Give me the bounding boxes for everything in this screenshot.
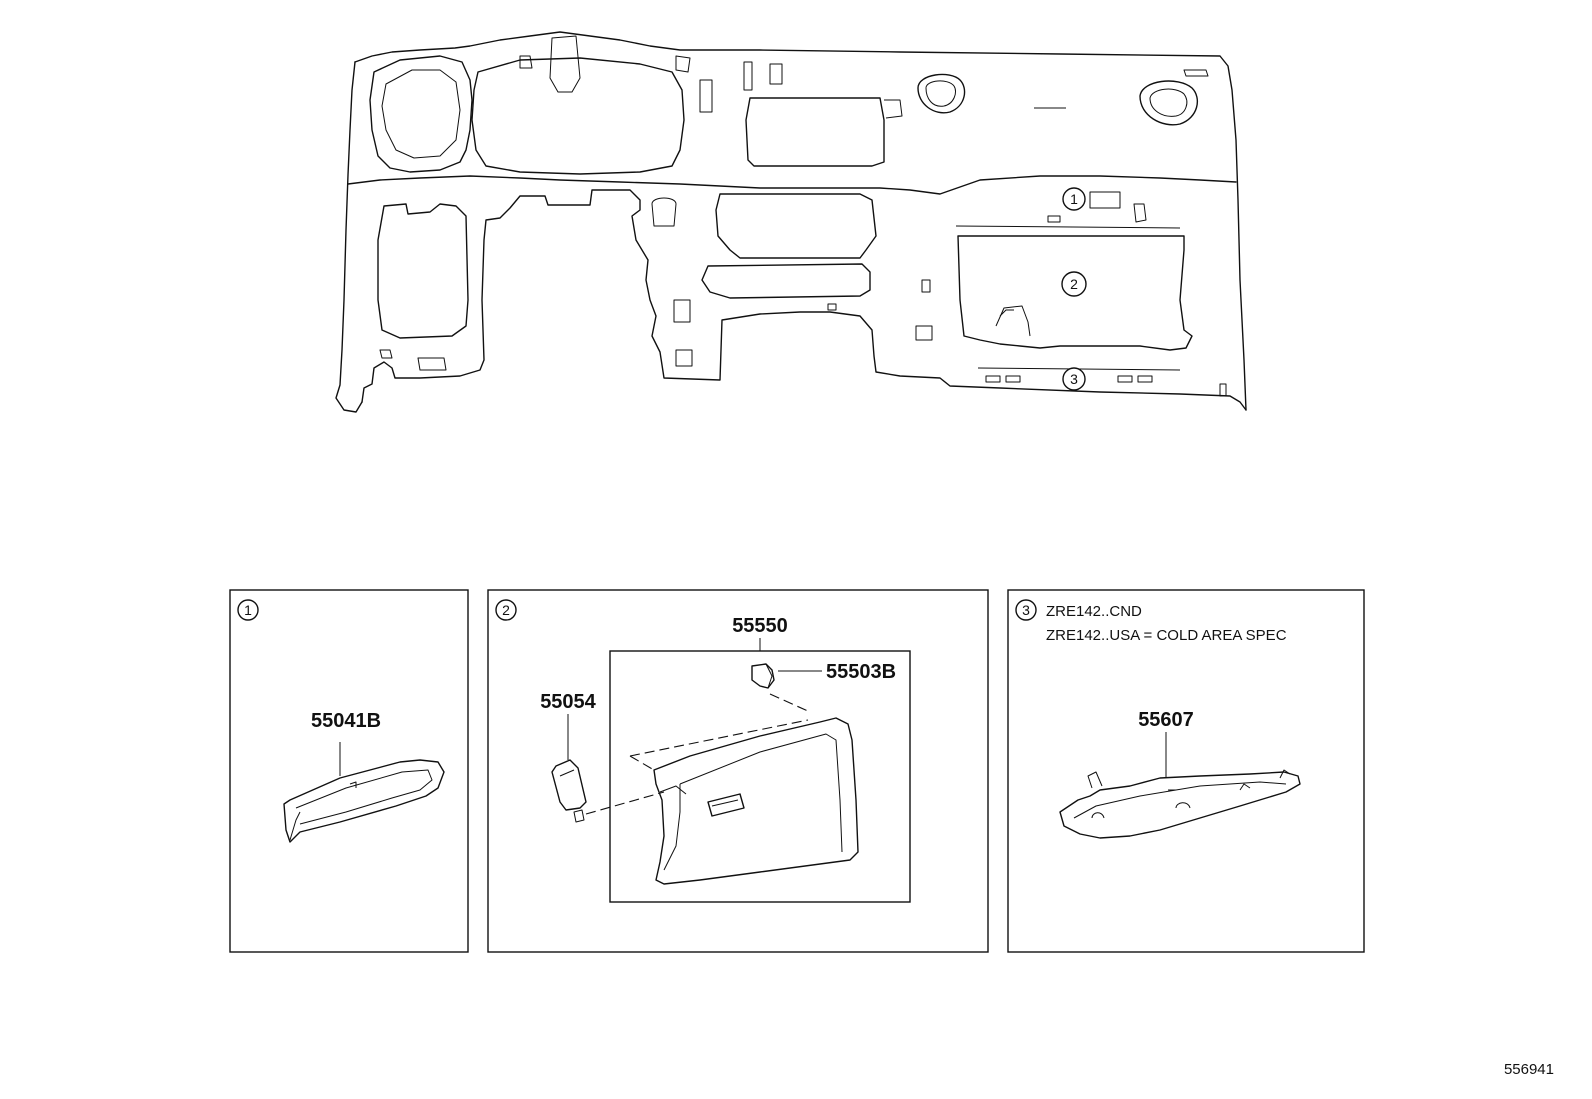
- callout-1: 1: [1062, 187, 1086, 211]
- instrument-panel-assembly: [335, 31, 1247, 413]
- panel-1-number: 1: [244, 602, 252, 618]
- part-label-55041B: 55041B: [311, 710, 381, 732]
- part-55503B-drawing: [751, 663, 775, 689]
- note-line-1: ZRE142..CND: [1046, 603, 1142, 620]
- detail-panel-1: 1 55041B: [229, 589, 469, 953]
- callout-2: 2: [1061, 271, 1087, 297]
- svg-text:2: 2: [1070, 276, 1078, 292]
- part-55607-drawing: [1059, 769, 1301, 839]
- part-55041B-drawing: [283, 759, 445, 843]
- part-label-55054: 55054: [540, 691, 596, 713]
- detail-panel-2: 2 55550 55503B 55054: [487, 589, 989, 953]
- detail-panel-3: 3 ZRE142..CND ZRE142..USA = COLD AREA SP…: [1007, 589, 1365, 953]
- part-label-55607: 55607: [1138, 709, 1194, 731]
- svg-text:3: 3: [1070, 371, 1078, 387]
- svg-text:1: 1: [1070, 191, 1078, 207]
- callout-3: 3: [1062, 367, 1086, 391]
- note-line-2: ZRE142..USA = COLD AREA SPEC: [1046, 627, 1287, 644]
- part-label-55503B: 55503B: [826, 661, 896, 683]
- part-55550-drawing: [585, 693, 859, 885]
- part-label-55550: 55550: [732, 615, 788, 637]
- panel-3-number: 3: [1022, 602, 1030, 618]
- part-55054-drawing: [551, 759, 587, 823]
- panel-2-number: 2: [502, 602, 510, 618]
- diagram-reference-number: 556941: [1504, 1061, 1554, 1078]
